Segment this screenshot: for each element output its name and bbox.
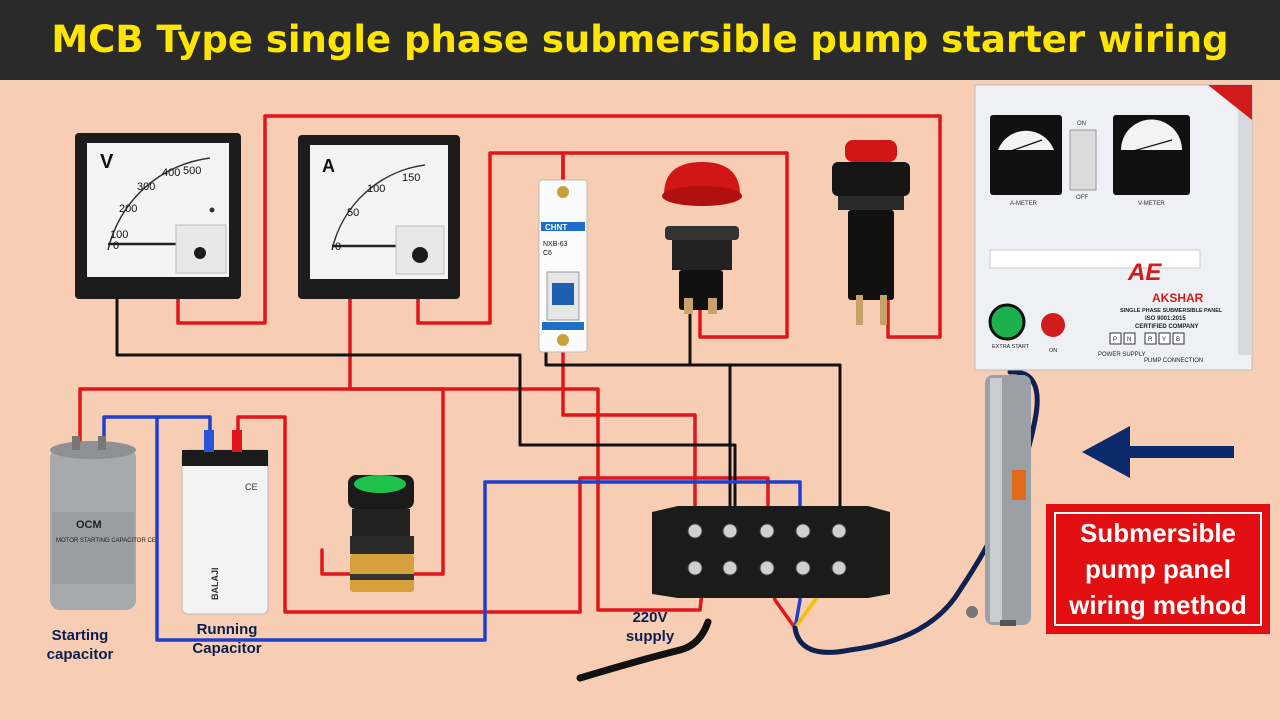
black-wire: [688, 296, 842, 527]
panel-iso: ISO 9001:2015: [1145, 316, 1186, 322]
panel-terminal-y: Y: [1162, 337, 1166, 343]
terminal-screws-top: [687, 523, 847, 539]
panel-pump-connection-label: PUMP CONNECTION: [1144, 358, 1203, 364]
mcb-breaker: CHNT NXB-63 C6: [538, 179, 588, 353]
indicator-lamp: [662, 162, 742, 314]
voltmeter-tick: 500: [183, 165, 201, 177]
pump-panel: A-METER V-METER ON OFF AE AKSHAR SINGLE …: [974, 84, 1253, 371]
panel-v-meter: [1113, 115, 1190, 195]
panel-extra-start-label: EXTRA START: [992, 344, 1030, 350]
mcb-brand: CHNT: [545, 223, 567, 232]
black-wire: [544, 338, 732, 527]
red-wire: [236, 415, 770, 614]
page-title: MCB Type single phase submersible pump s…: [51, 18, 1229, 61]
red-wire: [176, 114, 942, 339]
panel-on-label: ON: [1077, 121, 1086, 127]
panel-brand: AKSHAR: [1152, 291, 1204, 305]
panel-a-meter-label: A-METER: [1010, 201, 1038, 207]
mcb-model: NXB-63: [543, 241, 568, 248]
panel-a-meter: [990, 115, 1062, 195]
svg-text:AE: AE: [1127, 259, 1162, 286]
submersible-pump: [966, 375, 1031, 626]
voltmeter-tick: 300: [137, 181, 155, 193]
starting-capacitor: OCM MOTOR STARTING CAPACITOR CE: [50, 436, 156, 610]
voltmeter-tick: 0: [113, 240, 119, 252]
starting-capacitor-label: Starting capacitor: [46, 627, 114, 663]
panel-terminal-p: P: [1113, 337, 1117, 343]
red-wire: [561, 338, 697, 527]
akshar-logo: AE AKSHAR: [1127, 259, 1204, 305]
panel-mcb: [1069, 129, 1097, 191]
terminal-screws-bottom: [687, 560, 847, 576]
blue-wire: [155, 415, 802, 642]
panel-on-lamp: [1041, 313, 1065, 337]
running-capacitor-print: CE: [245, 482, 258, 492]
wiring-diagram: V 0 100 200 300 400 500 A 0 50 100 150 C…: [50, 84, 1253, 682]
supply-cable: [576, 618, 712, 682]
ammeter-tick: 100: [367, 183, 385, 195]
voltmeter-tick: 200: [119, 203, 137, 215]
panel-off-label: OFF: [1076, 195, 1088, 201]
callout-text: Submersible pump panel wiring method: [1054, 512, 1262, 626]
ammeter-tick: 0: [335, 241, 341, 253]
panel-extra-start-button: [988, 303, 1026, 341]
title-bar: MCB Type single phase submersible pump s…: [0, 0, 1280, 80]
panel-on-lamp-label: ON: [1049, 348, 1057, 354]
red-wire: [561, 151, 789, 339]
ammeter-tick: 50: [347, 207, 359, 219]
red-wire: [348, 296, 707, 612]
running-capacitor-label: Running Capacitor: [192, 621, 262, 657]
ammeter: A 0 50 100 150: [298, 135, 460, 299]
terminal-block: [652, 506, 890, 598]
voltmeter-tick: 400: [162, 167, 180, 179]
black-wire: [115, 296, 737, 527]
panel-v-meter-label: V-METER: [1138, 201, 1165, 207]
voltmeter-tick: 100: [110, 229, 128, 241]
callout-box: Submersible pump panel wiring method: [1046, 504, 1270, 634]
red-wire: [78, 387, 445, 576]
pump-cable: [792, 369, 1040, 655]
voltmeter: V 0 100 200 300 400 500: [75, 133, 241, 299]
running-capacitor-brand: BALAJI: [210, 567, 220, 600]
panel-certified: CERTIFIED COMPANY: [1135, 324, 1199, 330]
ammeter-unit: A: [322, 156, 335, 176]
green-push-button: [348, 475, 414, 592]
panel-terminal-b: B: [1176, 337, 1180, 343]
starting-capacitor-brand: OCM: [76, 519, 102, 531]
red-push-button: [832, 140, 910, 325]
panel-product: SINGLE PHASE SUBMERSIBLE PANEL: [1120, 308, 1223, 314]
voltmeter-unit: V: [100, 151, 114, 173]
panel-terminal-labels: P N R Y B POWER SUPPLY PUMP CONNECTION: [1098, 332, 1203, 364]
mcb-rating: C6: [543, 250, 552, 257]
panel-terminal-n: N: [1127, 337, 1131, 343]
panel-power-supply-label: POWER SUPPLY: [1098, 352, 1146, 358]
left-arrow-icon: [1082, 426, 1234, 478]
running-capacitor: CE BALAJI: [181, 430, 269, 615]
supply-label: 220V supply: [625, 609, 675, 645]
panel-terminal-r: R: [1148, 337, 1153, 343]
ammeter-tick: 150: [402, 172, 420, 184]
starting-capacitor-print: MOTOR STARTING CAPACITOR CE: [56, 538, 156, 544]
